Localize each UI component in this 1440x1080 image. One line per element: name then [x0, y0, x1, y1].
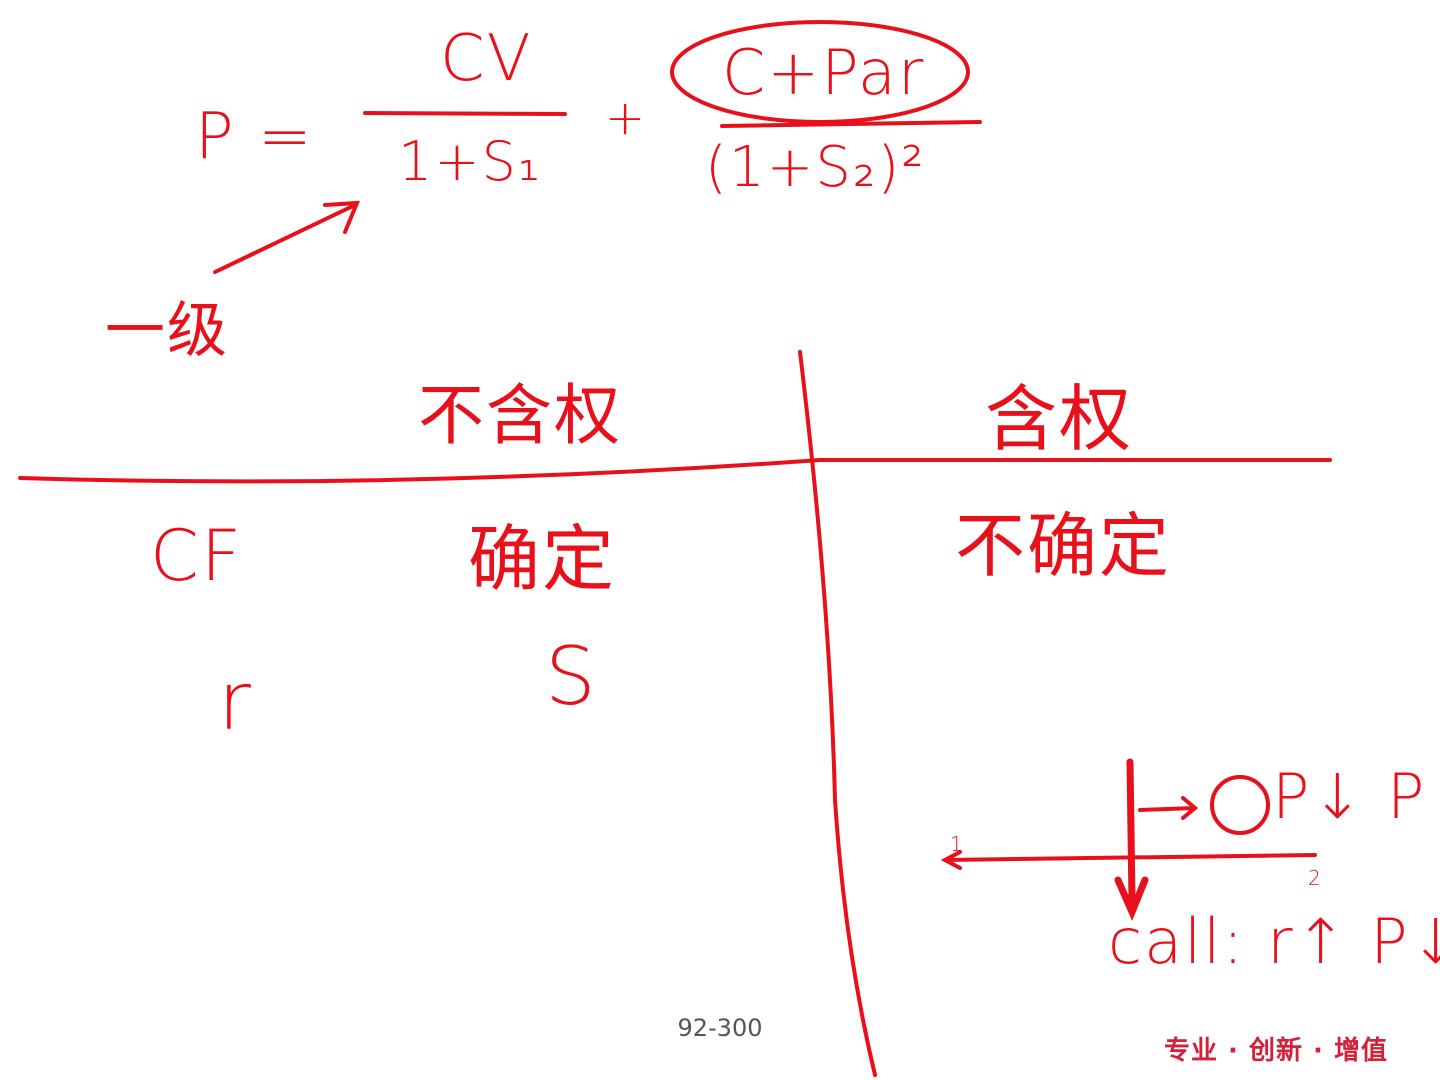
fraction-bar-2: [720, 120, 982, 128]
row-label-cf: CF: [150, 515, 244, 597]
header-non-optional: 不含权: [418, 377, 622, 454]
row-label-r: r: [218, 655, 253, 748]
table-horizontal-line: [18, 458, 1332, 484]
term1-denominator: 1+S₁: [398, 130, 542, 193]
timeline-bottom-note: call: r↑ P↓: [1108, 905, 1440, 978]
circle-annotation: [670, 20, 970, 124]
timeline-marker: [1114, 758, 1149, 922]
tick-2: 2: [1308, 866, 1323, 890]
tick-1: 1: [950, 832, 965, 856]
cell-certain: 确定: [468, 517, 617, 601]
cell-uncertain: 不确定: [955, 505, 1171, 587]
arrow-line: [213, 200, 361, 274]
formula-lhs: P =: [195, 100, 314, 174]
fraction-bar-1: [363, 111, 567, 116]
table-vertical-line: [798, 350, 877, 1077]
cell-s: S: [545, 630, 598, 723]
term2-numerator: C+Par: [722, 36, 926, 109]
term1-numerator: CV: [440, 22, 533, 96]
timeline-arrow: [1138, 796, 1199, 820]
slogan: 专业 · 创新 · 增值: [1164, 1036, 1388, 1066]
page-number: 92-300: [677, 1014, 763, 1042]
header-optional: 含权: [985, 377, 1134, 461]
timeline-top-note: P↓ P↑: [1272, 760, 1440, 833]
circled-p: [1210, 775, 1270, 835]
note-first-level: 一级: [105, 296, 229, 366]
term2-denominator: (1+S₂)²: [705, 135, 926, 200]
plus-sign: +: [605, 90, 648, 146]
